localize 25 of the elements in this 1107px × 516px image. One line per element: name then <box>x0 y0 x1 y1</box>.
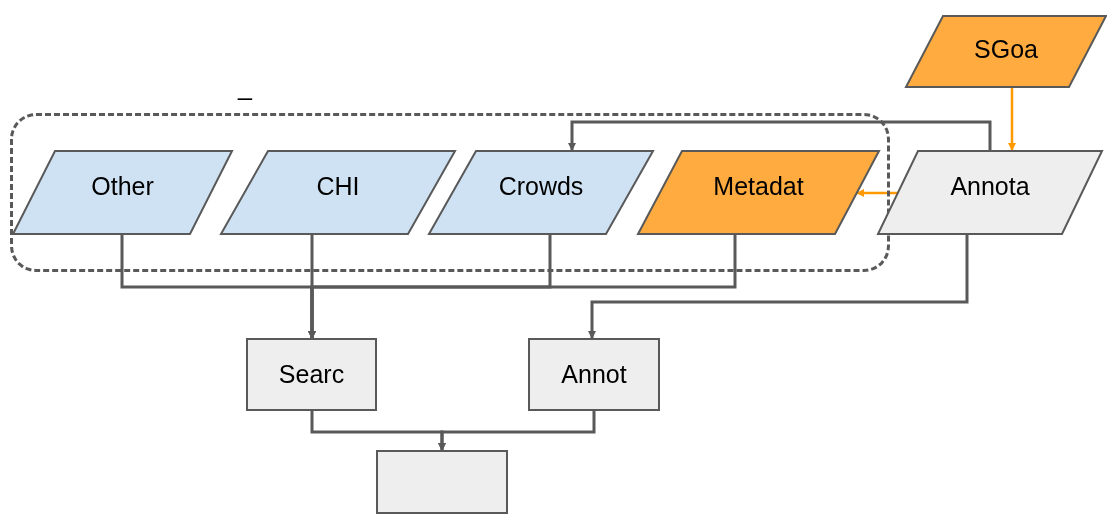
node-label: Other <box>91 174 154 199</box>
arrow <box>568 120 992 151</box>
note-text: _ <box>238 74 252 99</box>
node-label: Metadat <box>713 174 804 199</box>
node-label: Annot <box>561 362 627 387</box>
node-label: CHI <box>316 174 360 199</box>
node-label: Searc <box>278 362 345 387</box>
arrow <box>308 235 737 339</box>
process-box <box>528 338 660 411</box>
process-box <box>376 450 508 514</box>
data-parallelogram <box>428 150 654 235</box>
arrow <box>438 411 596 451</box>
arrow <box>856 189 898 197</box>
data-parallelogram <box>12 150 233 235</box>
arrow <box>1008 88 1016 151</box>
node-label: SGoa <box>974 37 1038 62</box>
node-label: Crowds <box>498 174 584 199</box>
data-parallelogram <box>637 150 880 235</box>
data-parallelogram <box>877 150 1103 235</box>
data-parallelogram <box>905 15 1107 88</box>
node-label: Annota <box>950 174 1030 199</box>
arrow <box>588 235 969 339</box>
process-box <box>246 338 377 411</box>
dashed-group-frame <box>10 113 890 272</box>
data-parallelogram <box>220 150 456 235</box>
